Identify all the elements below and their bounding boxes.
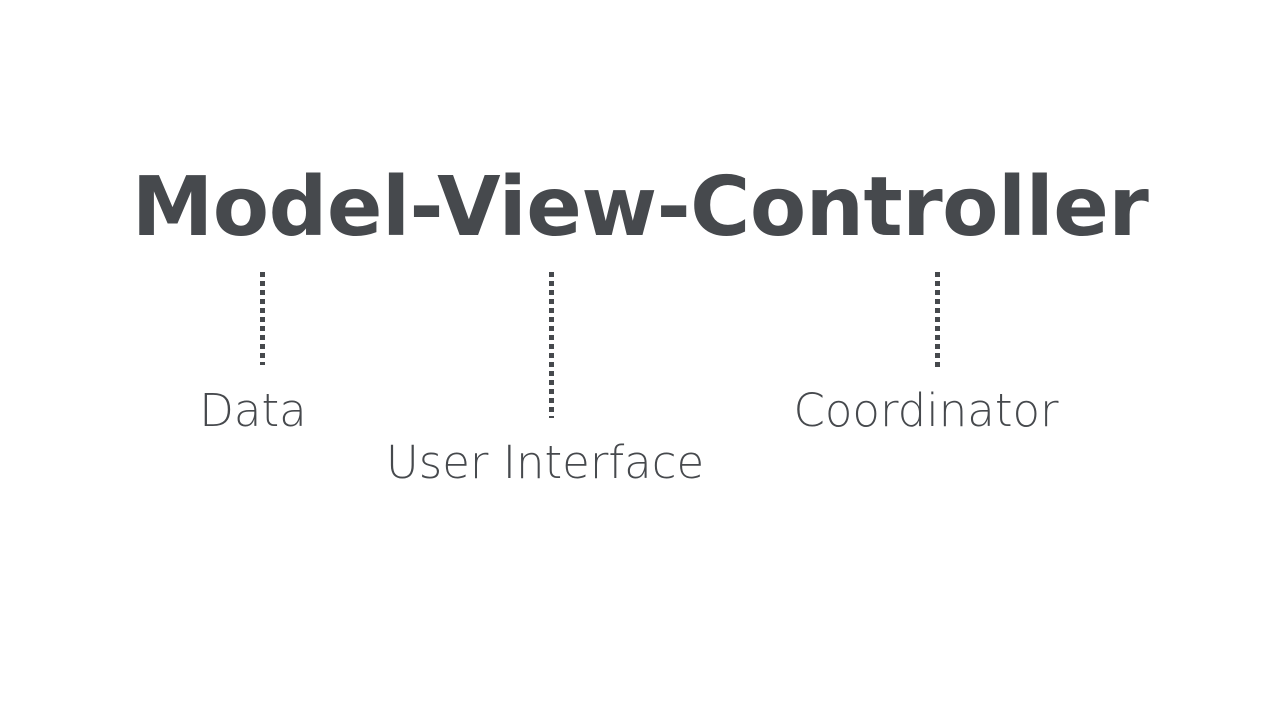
connector-line-view bbox=[549, 272, 554, 418]
connector-line-model bbox=[260, 272, 265, 365]
leaf-label-view: User Interface bbox=[385, 436, 705, 489]
leaf-label-controller: Coordinator bbox=[793, 384, 1059, 437]
connector-line-controller bbox=[935, 272, 940, 367]
page-title: Model-View-Controller bbox=[131, 160, 1149, 255]
leaf-label-model: Data bbox=[199, 384, 307, 437]
